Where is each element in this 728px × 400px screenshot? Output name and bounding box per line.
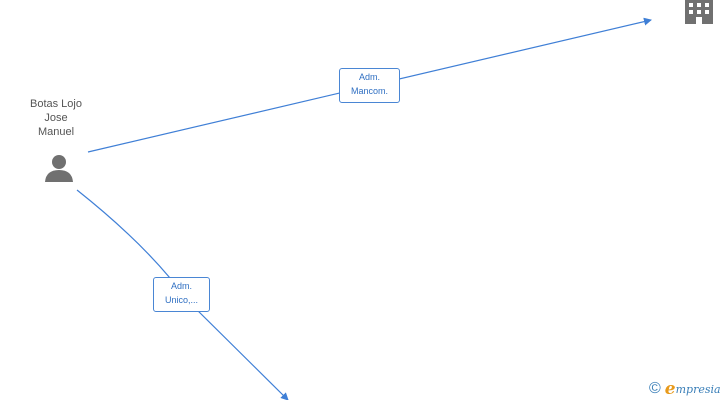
person-node-name[interactable]: Botas Lojo Jose Manuel bbox=[16, 97, 96, 139]
person-icon[interactable] bbox=[43, 152, 75, 184]
edge-label-line: Adm. bbox=[170, 281, 192, 291]
edge-label-line: Unico,... bbox=[164, 295, 198, 305]
brand-footer: © e mpresia bbox=[649, 378, 721, 400]
edge-label-line: Adm. bbox=[358, 72, 380, 82]
person-name-line: Jose bbox=[44, 112, 68, 124]
person-name-line: Botas Lojo bbox=[30, 98, 82, 110]
edge-label-line: Mancom. bbox=[350, 86, 388, 96]
brand-logo-initial: e bbox=[664, 379, 676, 399]
building-icon[interactable] bbox=[684, 0, 714, 24]
edge-label-adm-unico[interactable]: Adm. Unico,... bbox=[153, 277, 210, 312]
brand-logo-text: mpresia bbox=[675, 382, 721, 396]
copyright-icon: © bbox=[649, 380, 661, 397]
person-name-line: Manuel bbox=[37, 126, 75, 138]
edge-label-adm-mancom[interactable]: Adm. Mancom. bbox=[339, 68, 400, 103]
